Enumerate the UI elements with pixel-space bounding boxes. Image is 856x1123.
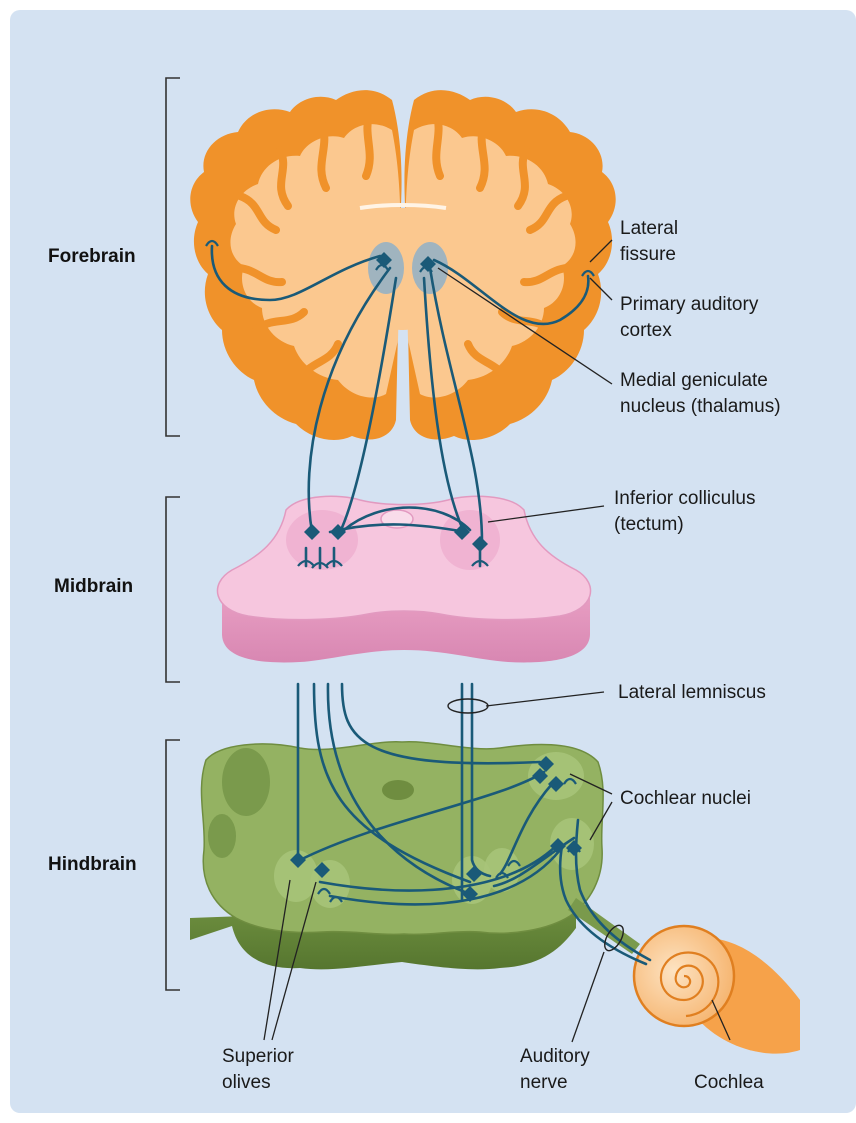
- label-inferior-colliculus-1: Inferior colliculus: [614, 488, 756, 509]
- label-auditory-nerve-2: nerve: [520, 1072, 568, 1093]
- hindbrain-bracket: [166, 740, 180, 990]
- label-medial-geniculate-1: Medial geniculate: [620, 370, 768, 391]
- label-medial-geniculate-2: nucleus (thalamus): [620, 396, 781, 417]
- cochlea: [634, 926, 800, 1054]
- label-midbrain: Midbrain: [54, 576, 133, 597]
- forebrain-bracket: [166, 78, 180, 436]
- left-inferior-colliculus: [286, 510, 358, 570]
- label-inferior-colliculus-2: (tectum): [614, 514, 684, 535]
- label-superior-olives-1: Superior: [222, 1046, 294, 1067]
- label-hindbrain: Hindbrain: [48, 854, 137, 875]
- forebrain-section: [190, 90, 615, 440]
- lateral-lemniscus-marker: [448, 699, 488, 713]
- label-auditory-nerve-1: Auditory: [520, 1046, 590, 1067]
- label-primary-auditory-cortex-2: cortex: [620, 320, 672, 341]
- label-primary-auditory-cortex-1: Primary auditory: [620, 294, 759, 315]
- region-labels: Forebrain Midbrain Hindbrain: [48, 246, 137, 875]
- label-lateral-fissure-2: fissure: [620, 244, 676, 265]
- fourth-ventricle: [382, 780, 414, 800]
- label-superior-olives-2: olives: [222, 1072, 271, 1093]
- label-cochlear-nuclei: Cochlear nuclei: [620, 788, 751, 809]
- label-lateral-lemniscus: Lateral lemniscus: [618, 682, 766, 703]
- label-lateral-fissure-1: Lateral: [620, 218, 678, 239]
- midbrain-section: [217, 496, 590, 662]
- right-inferior-colliculus: [440, 510, 500, 570]
- hindbrain-lobe-upper-left: [222, 748, 270, 816]
- midbrain-bracket: [166, 497, 180, 682]
- hindbrain-lobe-lower-left: [208, 814, 236, 858]
- label-cochlea: Cochlea: [694, 1072, 764, 1093]
- label-forebrain: Forebrain: [48, 246, 136, 267]
